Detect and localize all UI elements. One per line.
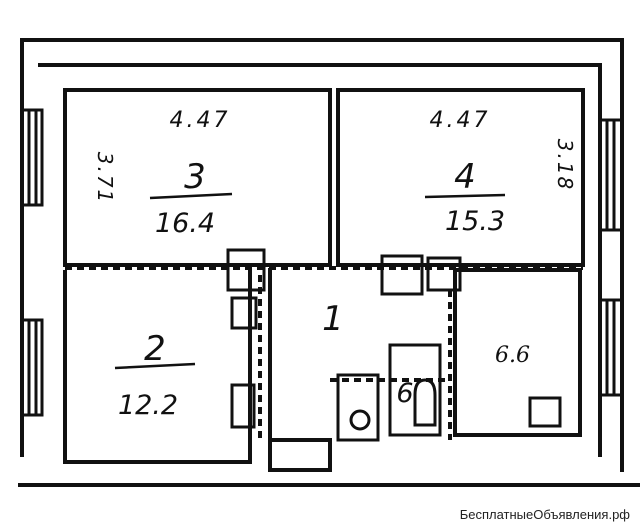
room-4-area: 15.3 <box>445 206 505 237</box>
bathtub-icon <box>413 378 437 427</box>
room-1-number: 1 <box>322 299 344 339</box>
room-3-height: 3.71 <box>93 152 117 205</box>
window-right-top <box>598 118 624 232</box>
room-2-area: 12.2 <box>118 390 178 421</box>
stove-icon <box>226 248 266 292</box>
toilet-icon <box>336 373 380 442</box>
room-3-divider <box>149 192 233 200</box>
window-right-bottom <box>598 298 624 397</box>
room-4-divider <box>424 193 506 199</box>
room-2-divider <box>114 362 196 370</box>
room-4-number: 4 <box>454 157 476 197</box>
stove-icon <box>380 254 424 296</box>
bathtub-icon <box>388 343 442 437</box>
room-2-number: 2 <box>144 329 166 369</box>
toilet-icon <box>349 409 371 431</box>
outer-wall <box>20 38 624 472</box>
room-6-area: 6.6 <box>495 343 530 368</box>
room-6-number: 6 <box>396 378 413 409</box>
window-left-top <box>20 108 44 207</box>
room-2-outline <box>63 270 252 464</box>
room-3-width: 4.47 <box>170 108 231 133</box>
room-4-height: 3.18 <box>553 139 577 192</box>
sink-icon <box>426 256 462 292</box>
room-3-area: 16.4 <box>155 208 215 239</box>
windows <box>20 108 624 417</box>
room-3-number: 3 <box>184 157 206 197</box>
sink-icon <box>528 396 562 428</box>
window-left-bottom <box>20 318 44 417</box>
room-4-width: 4.47 <box>430 108 491 133</box>
room-3-outline <box>63 88 332 267</box>
radiator-icon <box>230 383 256 429</box>
vent-icon <box>268 438 332 472</box>
radiator-icon <box>230 296 258 330</box>
watermark: БесплатныеОбъявления.рф <box>460 507 631 522</box>
